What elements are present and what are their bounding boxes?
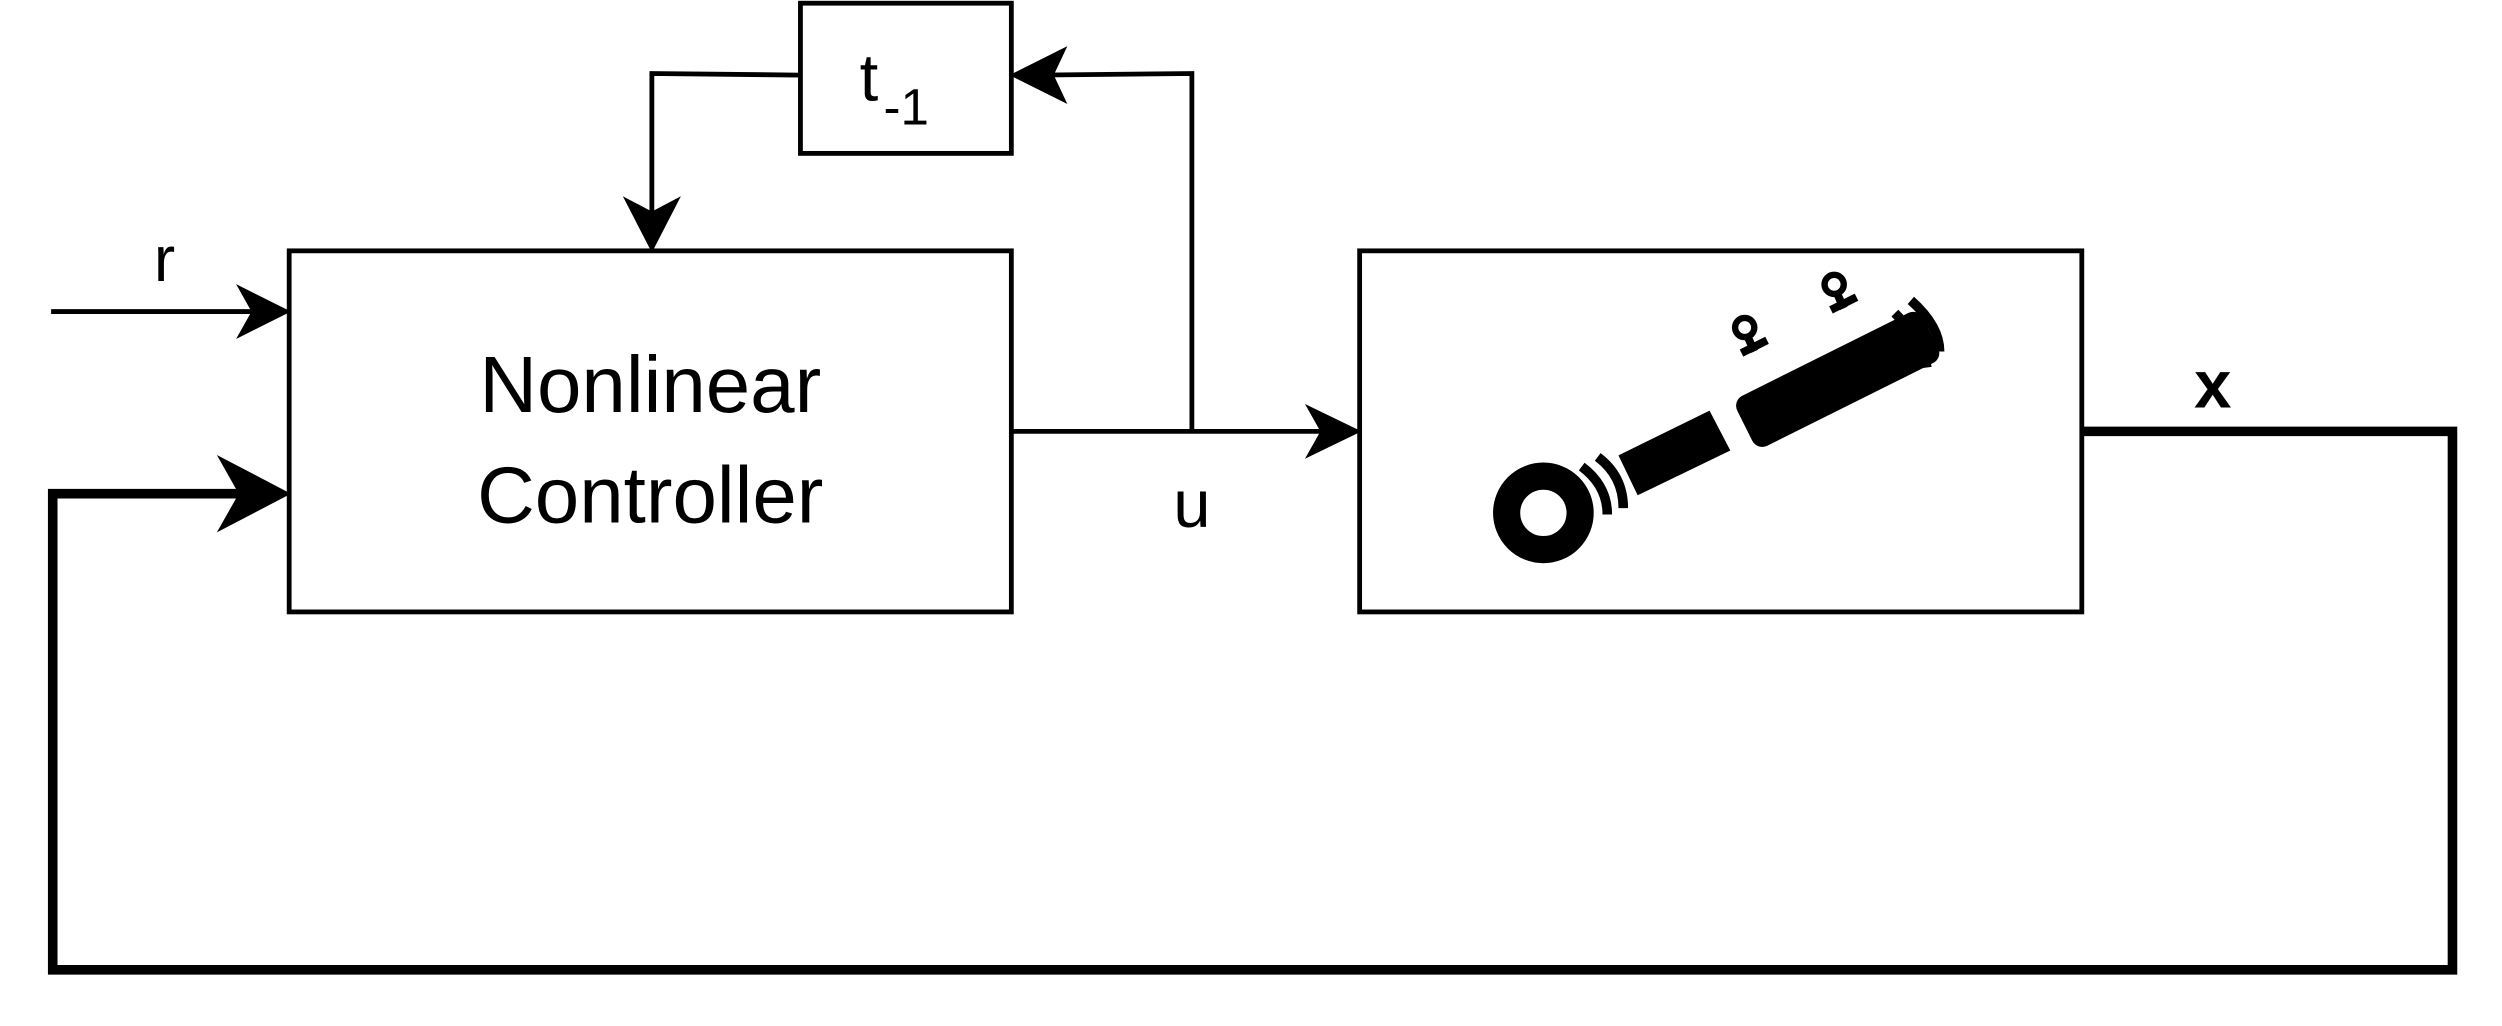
delay-block: t -1 [798,0,1014,156]
feedback-arrowhead [216,454,291,533]
control-label: u [1173,467,1210,542]
delay-output-arrowhead [622,196,681,253]
reference-label: r [154,223,175,295]
reference-input-signal: r [51,223,291,339]
controller-label-line2: Controller [477,450,823,539]
controller-label-line1: Nonlinear [479,340,821,429]
delay-subscript: -1 [884,79,929,136]
delay-input-wire [1009,46,1195,432]
control-signal: u [1011,403,1362,542]
delay-symbol: t [860,41,879,116]
state-feedback-signal: x [47,347,2458,975]
control-arrowhead [1304,403,1362,459]
state-label: x [2194,347,2231,422]
plant-block [1357,248,2085,615]
hydraulic-actuator-icon [1493,271,1945,564]
delay-output-wire [622,71,801,253]
reference-arrowhead [236,284,291,339]
nonlinear-controller-block: Nonlinear Controller [286,248,1014,615]
delay-input-arrowhead [1009,46,1068,104]
